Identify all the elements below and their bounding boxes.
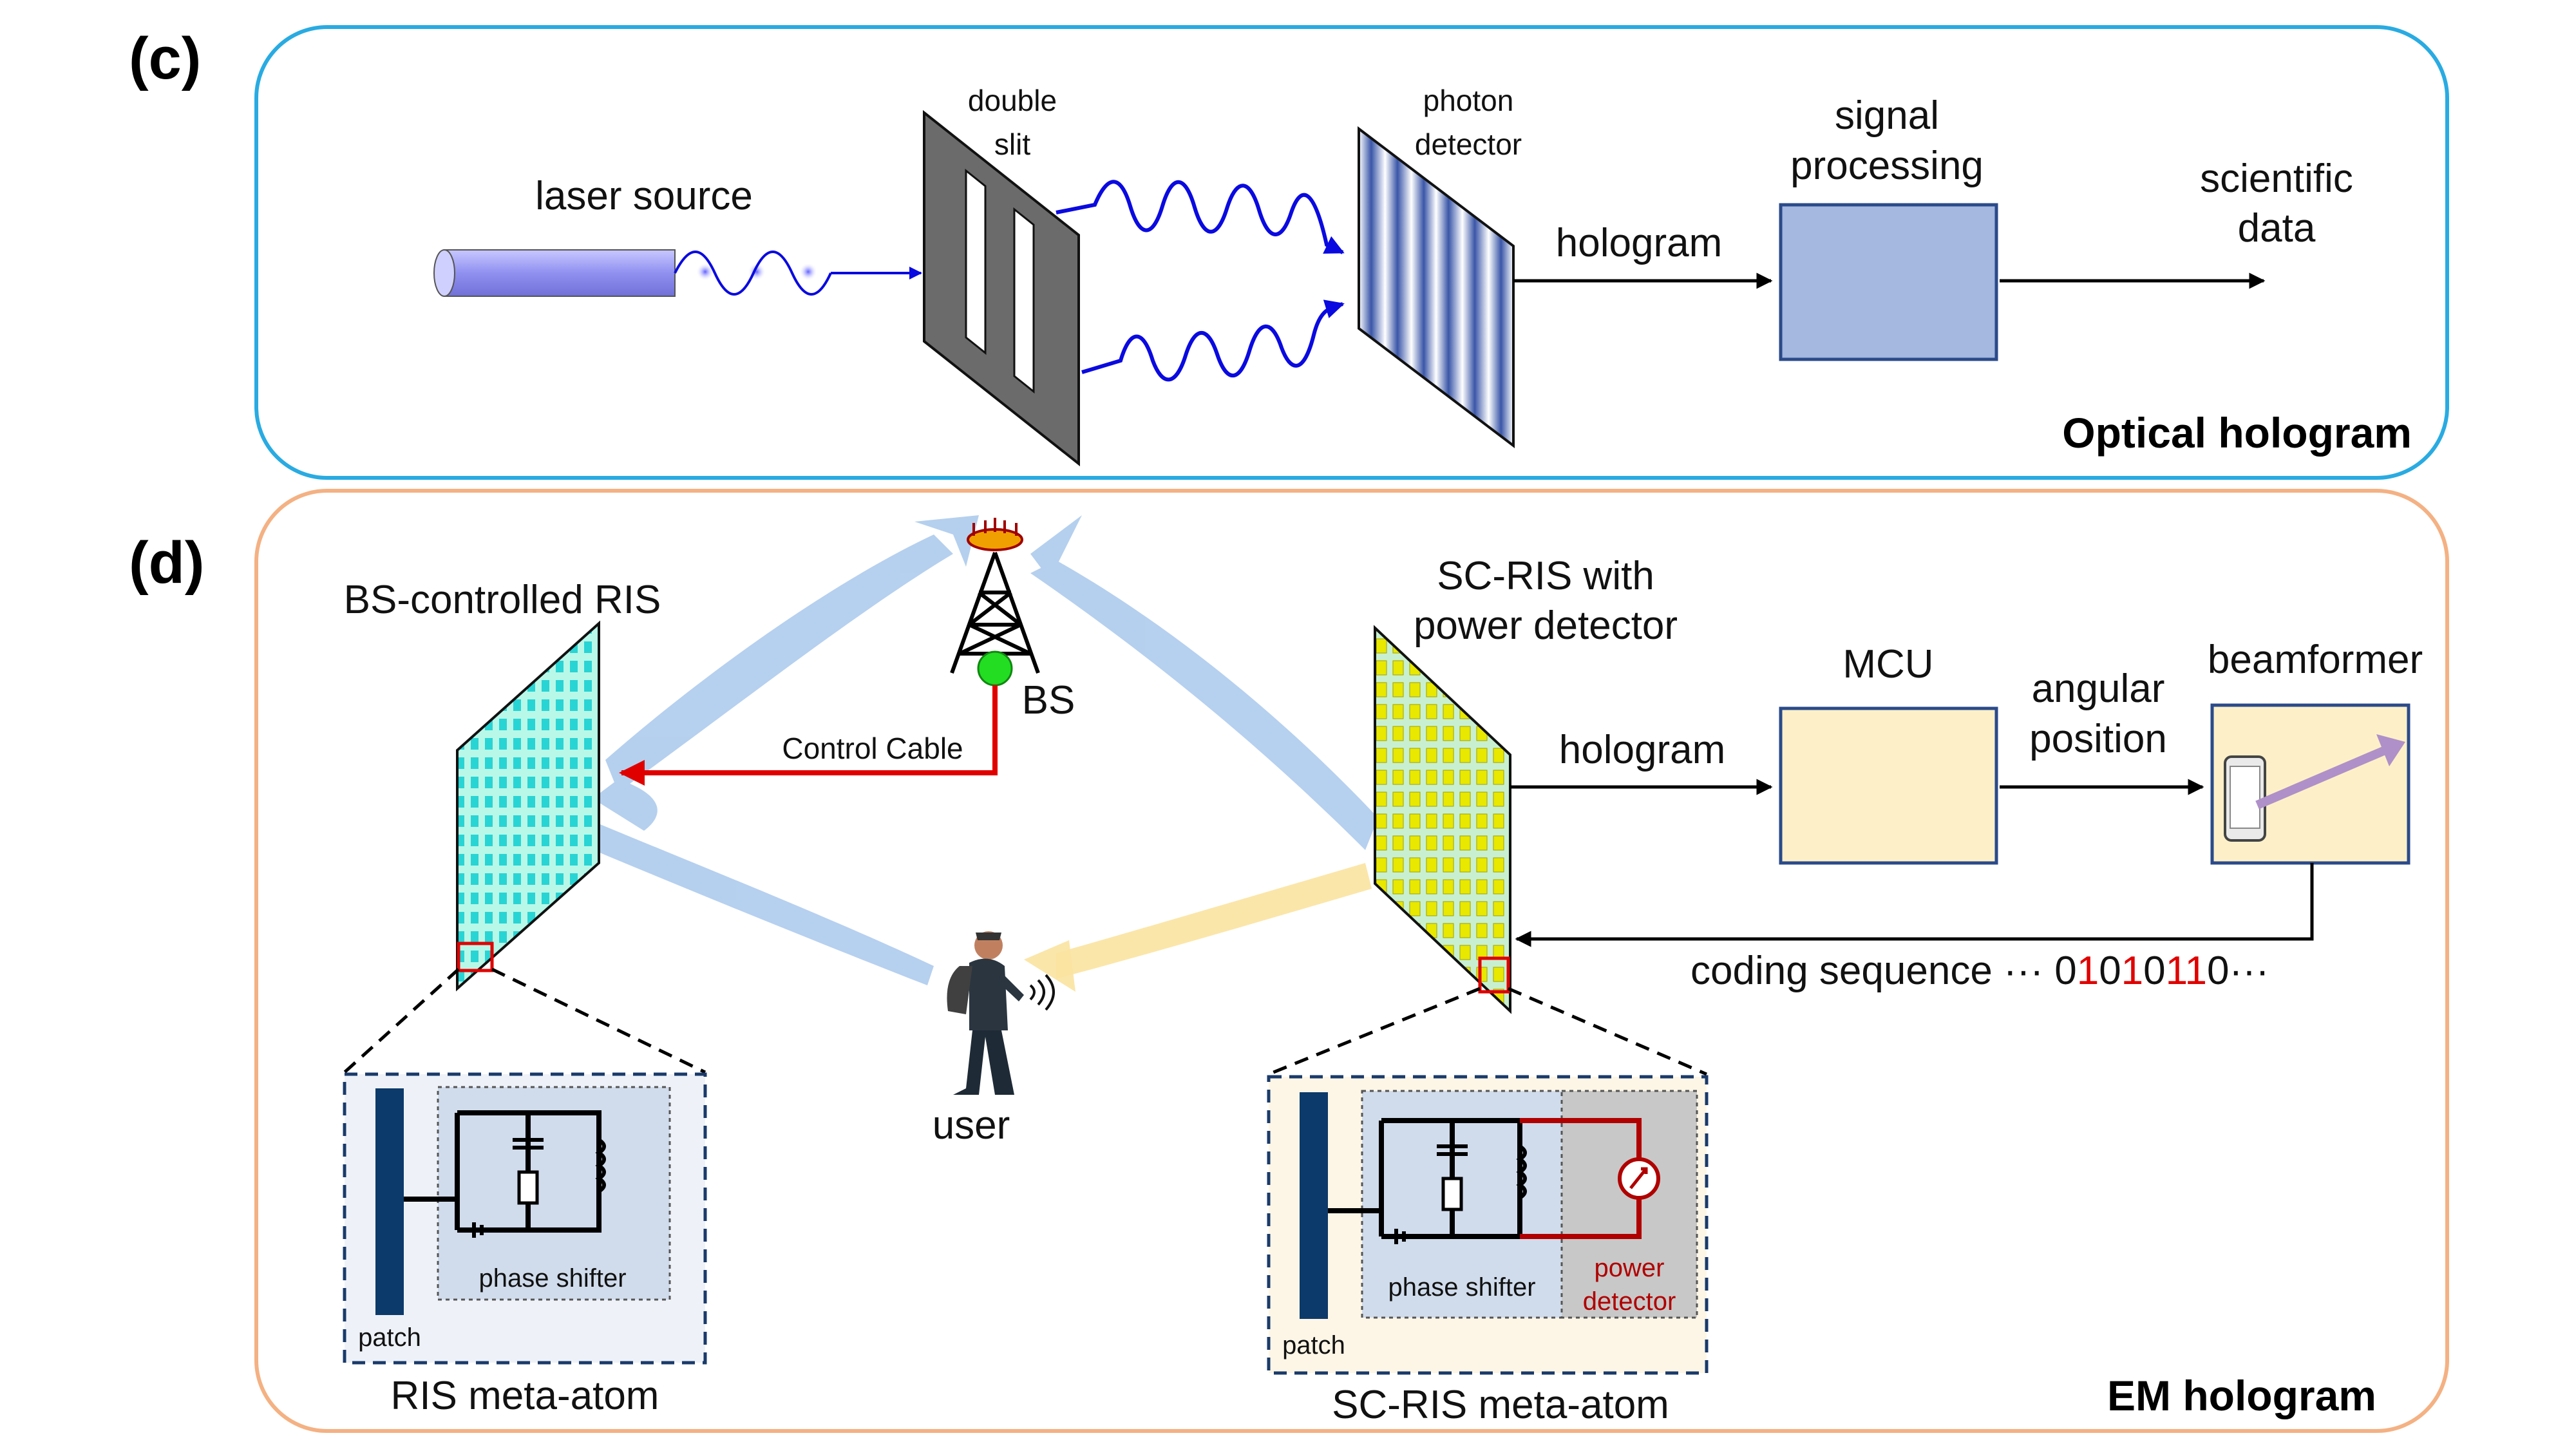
- coding-bit: 1: [2185, 949, 2207, 993]
- panel-d: (d) EM hologram BS-controlled RIS: [129, 489, 2449, 1433]
- laser-source-label: laser source: [535, 174, 753, 218]
- wave-upper: [1056, 180, 1345, 254]
- sc-ris-meta-atom: [1267, 1075, 1709, 1375]
- control-cable-label: Control Cable: [782, 732, 963, 765]
- photon-detector-icon: [1358, 126, 1515, 449]
- panel-c-border: [254, 25, 2449, 480]
- sc-ris-panel: [1374, 625, 1511, 1014]
- user-icon: [947, 931, 1055, 1095]
- circuit: [1328, 1118, 1522, 1239]
- ris-phase-shifter-label: phase shifter: [478, 1264, 626, 1293]
- sc-power-detector-label-2: detector: [1583, 1287, 1676, 1316]
- panel-c-tag: (c): [129, 26, 201, 91]
- phone-icon: [2224, 734, 2405, 842]
- panel-c-title: Optical hologram: [2062, 409, 2412, 457]
- panel-d-tag: (d): [129, 530, 204, 596]
- sc-patch-label: patch: [1282, 1331, 1345, 1359]
- panel-c: (c) Optical hologram laser source double…: [129, 25, 2449, 480]
- angular-position-label-2: position: [2029, 717, 2167, 761]
- circuit: [404, 1110, 601, 1233]
- coding-bit: 1: [2077, 949, 2099, 993]
- coding-bit: 0: [2207, 949, 2229, 993]
- phase-shifter-box: [437, 1086, 671, 1301]
- photon-detector-label-2: detector: [1415, 128, 1522, 161]
- patch-bar: [1300, 1092, 1328, 1319]
- double-slit-icon: [923, 109, 1080, 467]
- bs-ris-highlight: [457, 942, 494, 972]
- coding-sequence-label: coding sequence ··· 01010110···: [1690, 949, 2269, 993]
- sc-phase-shifter-label: phase shifter: [1388, 1273, 1535, 1302]
- beam-yellow-head: [1024, 940, 1075, 992]
- hologram-label-d: hologram: [1559, 728, 1725, 772]
- beamformer-label: beamformer: [2208, 638, 2423, 682]
- wave-lower: [1081, 299, 1345, 382]
- ris-meta-atom-caption: RIS meta-atom: [391, 1374, 659, 1418]
- control-cable: [619, 685, 998, 786]
- double-slit-label-1: double: [968, 84, 1057, 117]
- sc-meta-atom-caption: SC-RIS meta-atom: [1332, 1383, 1669, 1427]
- coding-bit: 1: [2121, 949, 2143, 993]
- bs-ris-label: BS-controlled RIS: [344, 578, 661, 622]
- angular-position-label-1: angular: [2032, 667, 2165, 711]
- signal-processing-label-1: signal: [1835, 93, 1939, 138]
- coding-bit: 1: [2166, 949, 2186, 993]
- panel-d-border: [254, 489, 2449, 1433]
- coding-bit: 0: [2143, 949, 2165, 993]
- user-label: user: [933, 1103, 1010, 1148]
- scientific-data-label-1: scientific: [2200, 156, 2353, 201]
- patch-bar: [375, 1088, 404, 1315]
- signal-processing-label-2: processing: [1790, 144, 1984, 188]
- zoom-line: [1268, 987, 1481, 1076]
- signal-processing-box: [1779, 203, 1998, 361]
- zoom-line: [343, 968, 460, 1074]
- coding-feedback-line: [1515, 863, 2314, 947]
- sc-ris-highlight: [1478, 956, 1510, 994]
- zoom-line: [1508, 987, 1707, 1076]
- double-slit-label-2: slit: [994, 128, 1030, 161]
- bs-ris-panel: [456, 620, 600, 992]
- bs-dot-icon: [977, 650, 1013, 687]
- beams-blue: [547, 515, 1378, 985]
- coding-prefix: coding sequence ···: [1690, 949, 2054, 993]
- bs-label: BS: [1022, 678, 1075, 723]
- coding-bit: 0: [2099, 949, 2121, 993]
- scientific-data-label-2: data: [2238, 206, 2316, 251]
- ris-patch-label: patch: [358, 1323, 421, 1352]
- beam-yellow: [1056, 863, 1372, 979]
- photon-detector-label-1: photon: [1423, 84, 1514, 117]
- coding-bit: 0: [2054, 949, 2076, 993]
- ris-meta-atom: [343, 1072, 707, 1365]
- zoom-line: [491, 967, 706, 1074]
- laser-source-icon: [433, 249, 922, 297]
- bs-tower-icon: [950, 518, 1040, 674]
- mcu-box: [1779, 706, 1998, 865]
- sc-power-detector-label-1: power: [1595, 1254, 1665, 1282]
- coding-suffix: ···: [2230, 949, 2269, 993]
- sc-ris-label-2: power detector: [1414, 603, 1678, 648]
- hologram-label-c: hologram: [1556, 221, 1722, 265]
- sc-ris-label-1: SC-RIS with: [1437, 554, 1654, 598]
- mcu-label: MCU: [1842, 642, 1933, 687]
- power-detector-box: [1560, 1090, 1698, 1319]
- panel-d-title: EM hologram: [2107, 1372, 2376, 1419]
